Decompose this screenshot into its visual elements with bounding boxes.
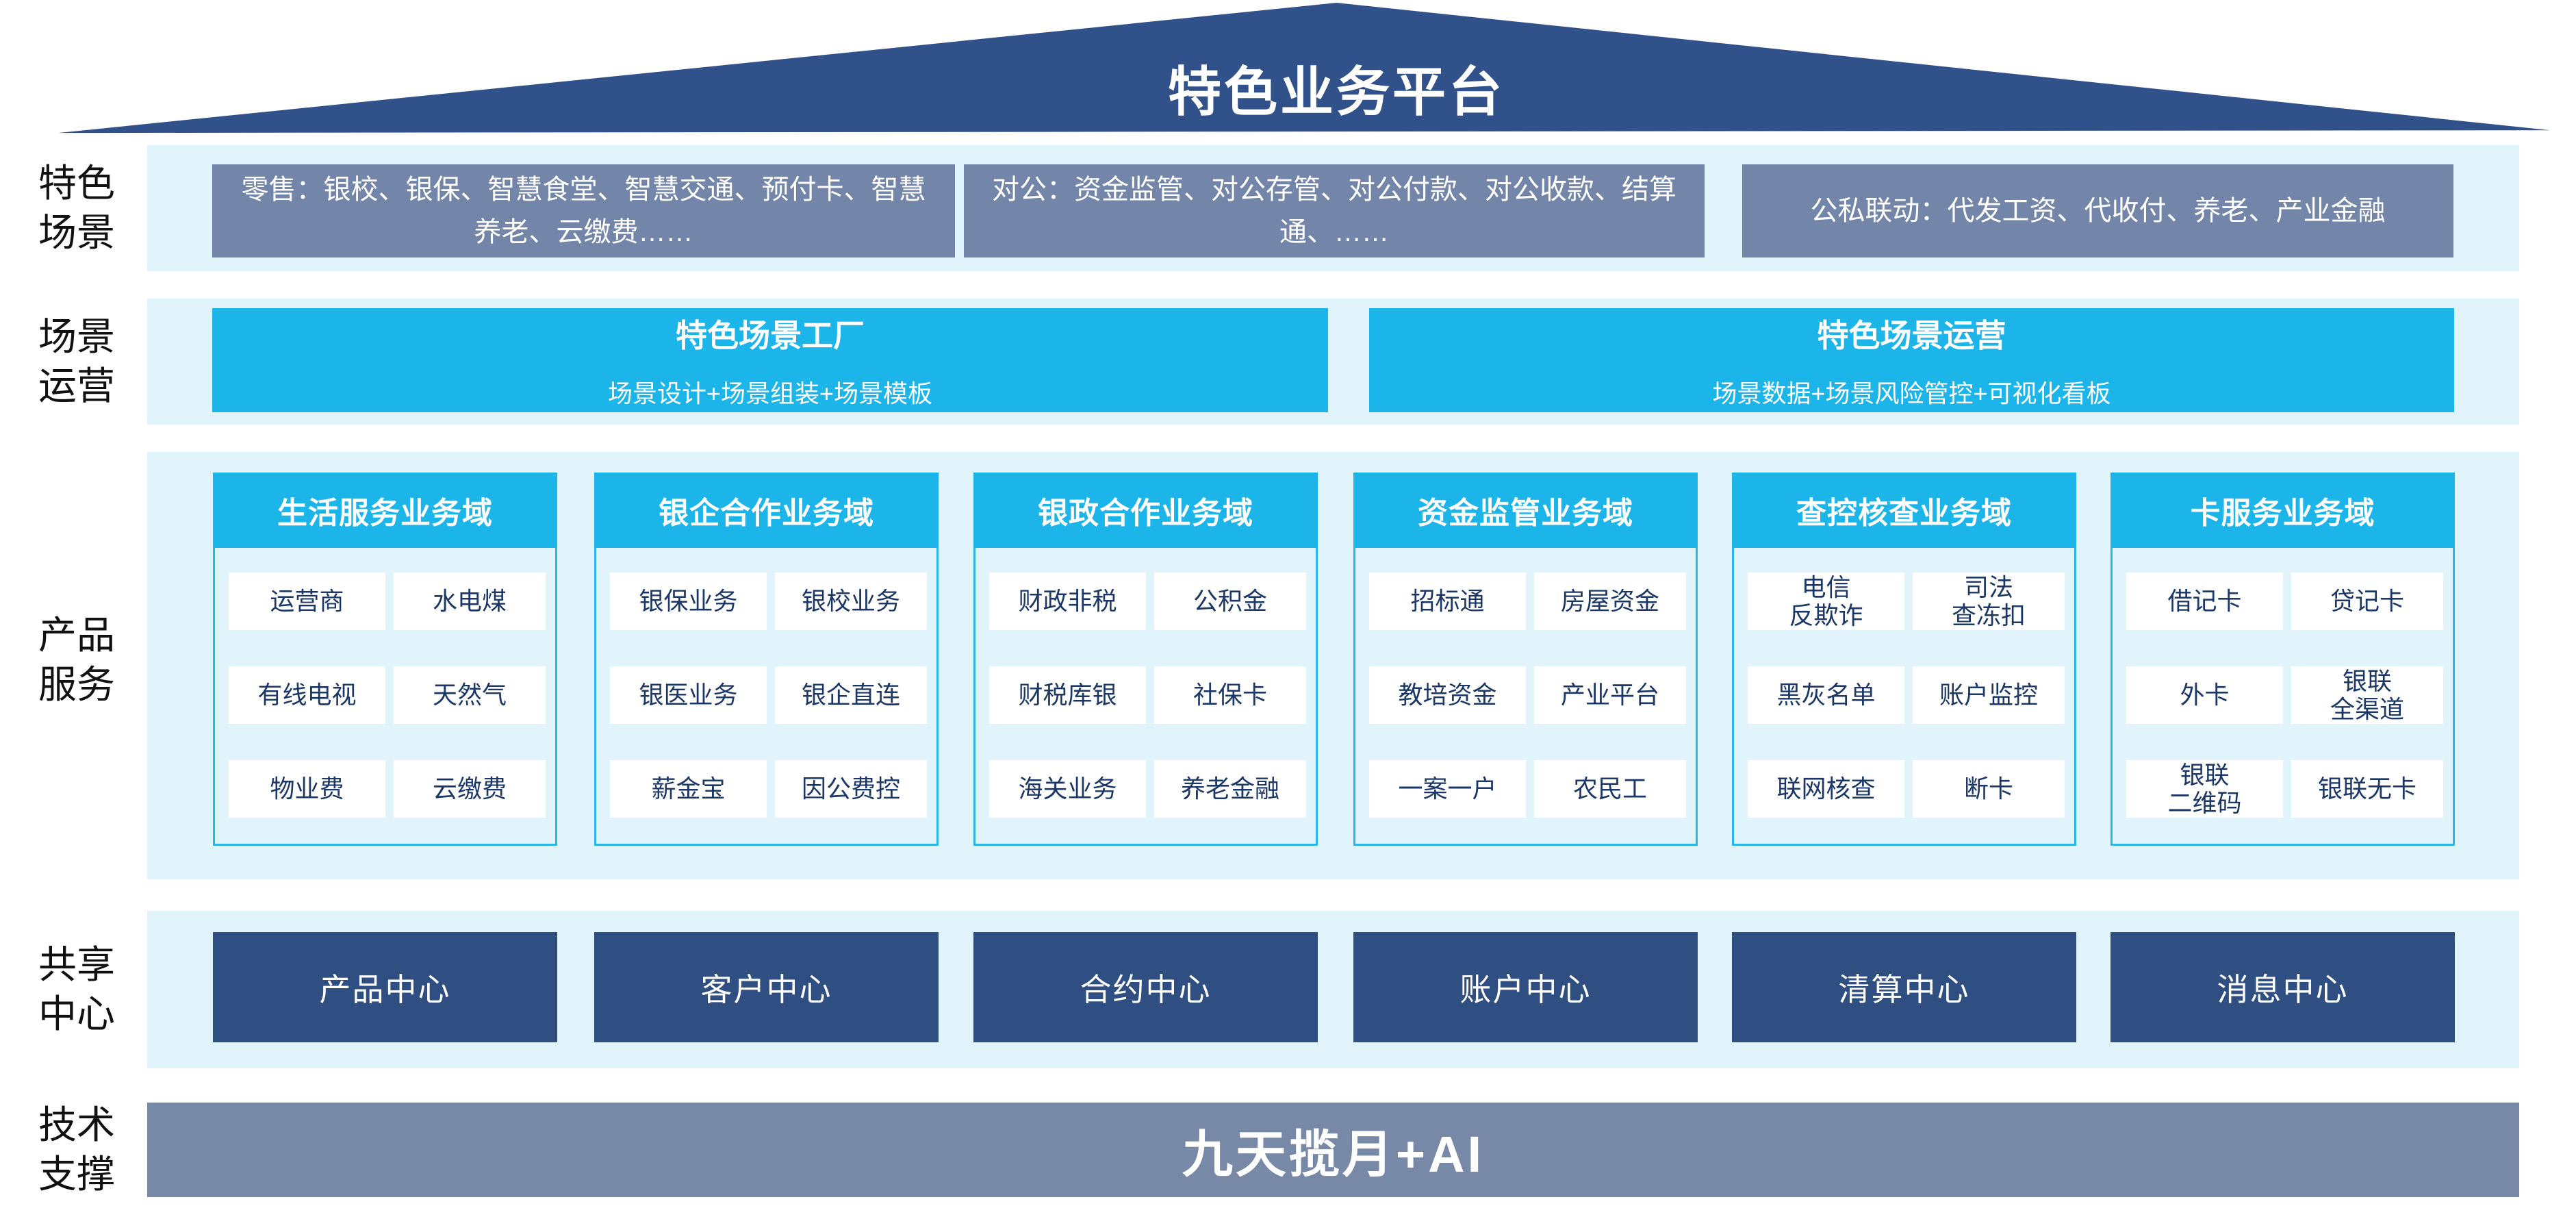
product-cell: 有线电视 xyxy=(229,666,385,724)
product-cell: 借记卡 xyxy=(2126,573,2283,630)
product-cell: 银联 二维码 xyxy=(2126,760,2283,818)
side-label-operation: 场景 运营 xyxy=(38,315,115,407)
product-cell: 运营商 xyxy=(229,573,385,630)
product-cell: 社保卡 xyxy=(1154,666,1306,724)
domain-column-inquiry-verification: 查控核查业务域 电信 反欺诈 司法 查冻扣 黑灰名单 账户监控 联网核查 断卡 xyxy=(1732,473,2076,846)
scenario-box-linkage: 公私联动：代发工资、代收付、养老、产业金融 xyxy=(1742,164,2453,257)
operation-box-operation: 特色场景运营 场景数据+场景风险管控+可视化看板 xyxy=(1369,308,2454,412)
domain-body: 银保业务 银校业务 银医业务 银企直连 薪金宝 因公费控 xyxy=(594,548,939,846)
domain-body: 财政非税 公积金 财税库银 社保卡 海关业务 养老金融 xyxy=(973,548,1318,846)
domain-header: 银政合作业务域 xyxy=(973,473,1318,548)
product-cell: 薪金宝 xyxy=(610,760,767,818)
domain-body: 运营商 水电煤 有线电视 天然气 物业费 云缴费 xyxy=(213,548,557,846)
domain-header: 查控核查业务域 xyxy=(1732,473,2076,548)
product-cell: 银企直连 xyxy=(775,666,927,724)
operation-band: 特色场景工厂 场景设计+场景组装+场景模板 特色场景运营 场景数据+场景风险管控… xyxy=(147,299,2519,425)
side-label-shared: 共享 中心 xyxy=(38,943,115,1035)
domain-body: 借记卡 贷记卡 外卡 银联 全渠道 银联 二维码 银联无卡 xyxy=(2110,548,2455,846)
product-cell: 电信 反欺诈 xyxy=(1748,573,1904,630)
product-cell: 水电煤 xyxy=(394,573,546,630)
domain-column-bank-enterprise: 银企合作业务域 银保业务 银校业务 银医业务 银企直连 薪金宝 因公费控 xyxy=(594,473,939,846)
product-cell: 天然气 xyxy=(394,666,546,724)
scenario-box-retail: 零售：银校、银保、智慧食堂、智慧交通、预付卡、智慧养老、云缴费…… xyxy=(212,164,955,257)
product-cell: 财政非税 xyxy=(989,573,1146,630)
shared-center-clearing: 清算中心 xyxy=(1732,932,2076,1042)
product-cell: 产业平台 xyxy=(1534,666,1686,724)
product-cell: 银医业务 xyxy=(610,666,767,724)
scenario-band: 零售：银校、银保、智慧食堂、智慧交通、预付卡、智慧养老、云缴费…… 对公：资金监… xyxy=(147,145,2519,271)
product-cell: 外卡 xyxy=(2126,666,2283,724)
product-cell: 贷记卡 xyxy=(2291,573,2443,630)
operation-box-subtitle: 场景数据+场景风险管控+可视化看板 xyxy=(1712,379,2111,407)
operation-box-title: 特色场景运营 xyxy=(1817,318,2006,353)
operation-box-title: 特色场景工厂 xyxy=(676,318,865,353)
shared-center-contract: 合约中心 xyxy=(973,932,1318,1042)
domain-body: 招标通 房屋资金 教培资金 产业平台 一案一户 农民工 xyxy=(1353,548,1698,846)
shared-center-account: 账户中心 xyxy=(1353,932,1698,1042)
product-cell: 黑灰名单 xyxy=(1748,666,1904,724)
product-cell: 教培资金 xyxy=(1369,666,1526,724)
product-cell: 银联无卡 xyxy=(2291,760,2443,818)
product-cell: 云缴费 xyxy=(394,760,546,818)
domain-column-bank-government: 银政合作业务域 财政非税 公积金 财税库银 社保卡 海关业务 养老金融 xyxy=(973,473,1318,846)
product-cell: 银联 全渠道 xyxy=(2291,666,2443,724)
page-title: 特色业务平台 xyxy=(1167,62,1505,122)
domain-body: 电信 反欺诈 司法 查冻扣 黑灰名单 账户监控 联网核查 断卡 xyxy=(1732,548,2076,846)
domain-column-life-service: 生活服务业务域 运营商 水电煤 有线电视 天然气 物业费 云缴费 xyxy=(213,473,557,846)
product-cell: 房屋资金 xyxy=(1534,573,1686,630)
domain-header: 生活服务业务域 xyxy=(213,473,557,548)
domain-column-fund-supervision: 资金监管业务域 招标通 房屋资金 教培资金 产业平台 一案一户 农民工 xyxy=(1353,473,1698,846)
product-cell: 银校业务 xyxy=(775,573,927,630)
product-cell: 因公费控 xyxy=(775,760,927,818)
product-cell: 养老金融 xyxy=(1154,760,1306,818)
product-cell: 银保业务 xyxy=(610,573,767,630)
product-cell: 司法 查冻扣 xyxy=(1913,573,2065,630)
shared-center-message: 消息中心 xyxy=(2110,932,2455,1042)
product-cell: 财税库银 xyxy=(989,666,1146,724)
product-cell: 海关业务 xyxy=(989,760,1146,818)
product-cell: 一案一户 xyxy=(1369,760,1526,818)
scenario-box-corporate: 对公：资金监管、对公存管、对公付款、对公收款、结算通、…… xyxy=(964,164,1705,257)
product-cell: 招标通 xyxy=(1369,573,1526,630)
side-label-scenario: 特色 场景 xyxy=(38,162,115,254)
side-label-tech: 技术 支撑 xyxy=(38,1103,115,1196)
domain-header: 资金监管业务域 xyxy=(1353,473,1698,548)
operation-box-factory: 特色场景工厂 场景设计+场景组装+场景模板 xyxy=(212,308,1328,412)
domain-header: 银企合作业务域 xyxy=(594,473,939,548)
side-label-product: 产品 服务 xyxy=(38,614,115,706)
operation-box-subtitle: 场景设计+场景组装+场景模板 xyxy=(607,379,933,407)
domain-column-card-service: 卡服务业务域 借记卡 贷记卡 外卡 银联 全渠道 银联 二维码 银联无卡 xyxy=(2110,473,2455,846)
shared-band: 产品中心 客户中心 合约中心 账户中心 清算中心 消息中心 xyxy=(147,911,2519,1068)
product-cell: 农民工 xyxy=(1534,760,1686,818)
shared-center-product: 产品中心 xyxy=(213,932,557,1042)
product-band: 生活服务业务域 运营商 水电煤 有线电视 天然气 物业费 云缴费 银企合作业务域… xyxy=(147,452,2519,879)
domain-header: 卡服务业务域 xyxy=(2110,473,2455,548)
product-cell: 联网核查 xyxy=(1748,760,1904,818)
product-cell: 账户监控 xyxy=(1913,666,2065,724)
product-cell: 物业费 xyxy=(229,760,385,818)
tech-support-bar: 九天揽月+AI xyxy=(147,1103,2519,1197)
shared-center-customer: 客户中心 xyxy=(594,932,939,1042)
product-cell: 断卡 xyxy=(1913,760,2065,818)
product-cell: 公积金 xyxy=(1154,573,1306,630)
